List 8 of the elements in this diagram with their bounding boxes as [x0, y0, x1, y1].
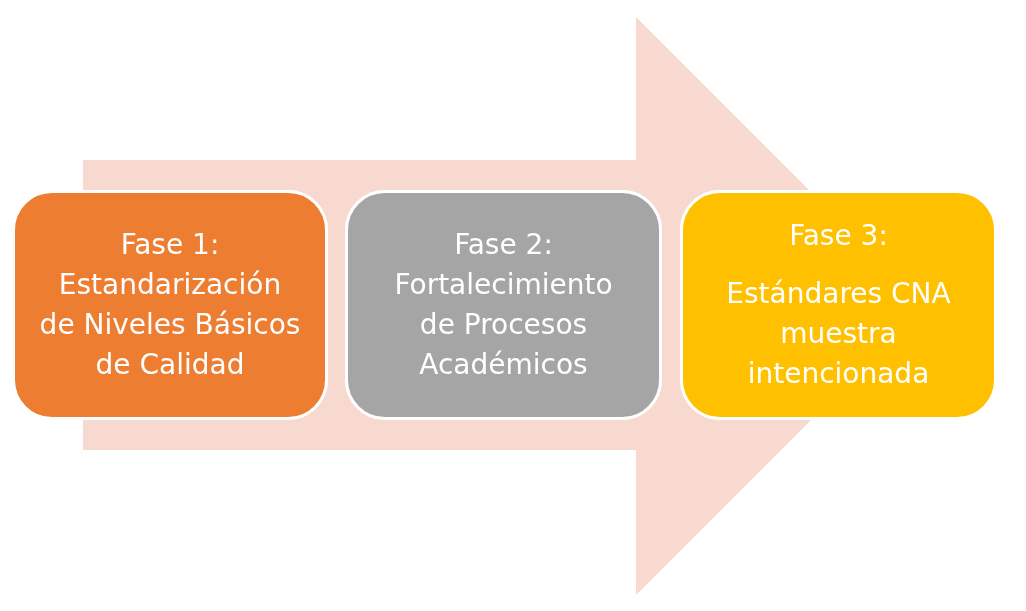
phase-description: Estándares CNA muestra intencionada — [725, 276, 952, 392]
phase-description: Fortalecimiento de Procesos Académicos — [393, 267, 614, 383]
phase-heading: Fase 2: — [454, 227, 553, 263]
phase-box — [12, 190, 328, 420]
phase-heading: Fase 3: — [789, 218, 888, 254]
phase-box — [680, 190, 997, 420]
phase-heading: Fase 1: — [120, 227, 220, 263]
phase-description: Estandarización de Niveles Básicos de Calidad — [38, 267, 302, 383]
